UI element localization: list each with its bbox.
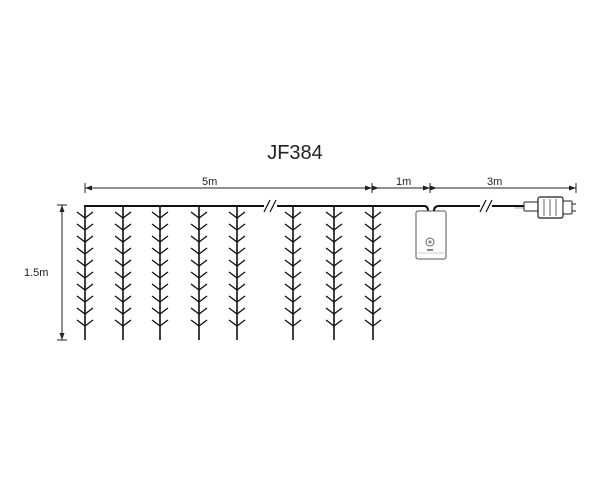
light-strands bbox=[76, 206, 382, 340]
light-strand bbox=[228, 206, 246, 340]
dimension-1-5m: 1.5m bbox=[24, 204, 67, 341]
light-strand bbox=[76, 206, 94, 340]
light-strand bbox=[114, 206, 132, 340]
dimension-label-1m: 1m bbox=[396, 176, 411, 188]
cable-break-icon bbox=[263, 199, 277, 213]
dimension-1m: 1m bbox=[372, 176, 431, 193]
light-strand bbox=[364, 206, 382, 340]
dimension-label-5m: 5m bbox=[202, 176, 217, 188]
light-strand bbox=[151, 206, 169, 340]
controller-box-icon bbox=[415, 210, 447, 260]
dimension-label-1-5m: 1.5m bbox=[24, 267, 48, 279]
dimension-3m: 3m bbox=[430, 176, 577, 193]
cable-break-icon bbox=[479, 199, 493, 213]
power-plug-icon bbox=[523, 196, 576, 219]
dimension-label-3m: 3m bbox=[487, 176, 502, 188]
light-strand bbox=[284, 206, 302, 340]
main-cable bbox=[84, 205, 429, 212]
dimension-5m: 5m bbox=[84, 176, 373, 193]
light-strand bbox=[190, 206, 208, 340]
light-strand bbox=[325, 206, 343, 340]
product-title: JF384 bbox=[267, 142, 323, 164]
